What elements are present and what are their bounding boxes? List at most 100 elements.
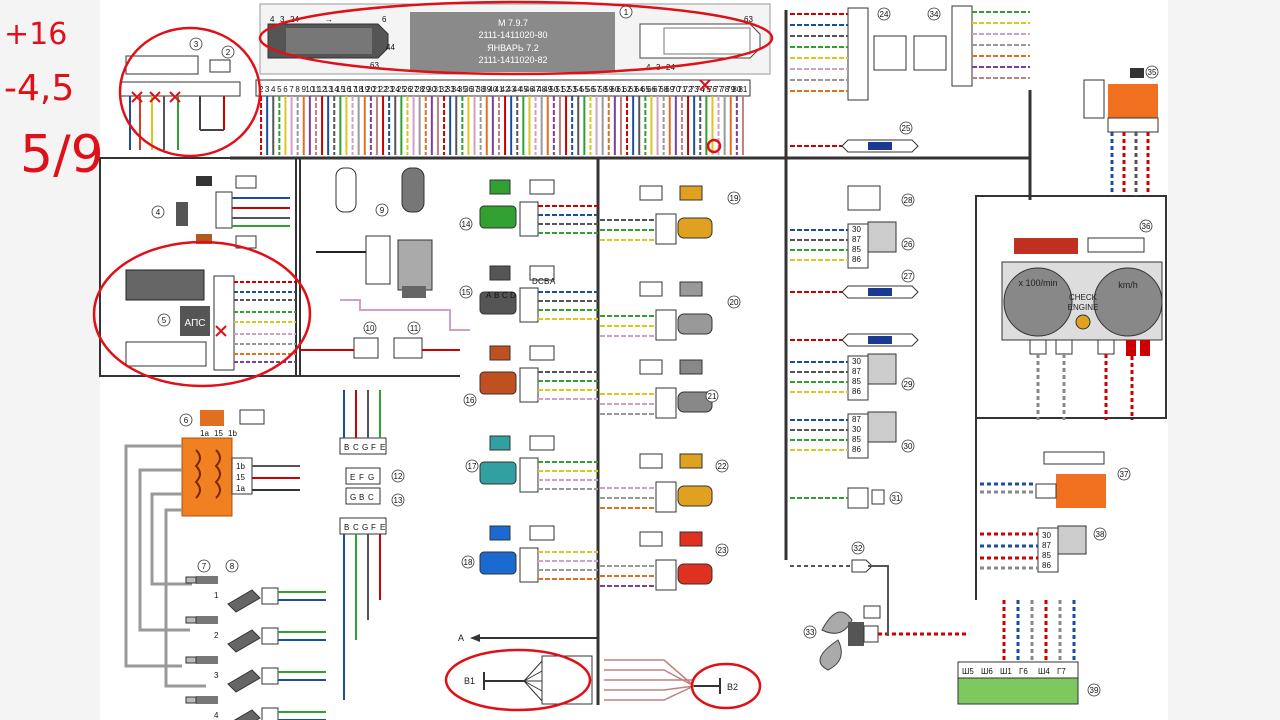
component-number: 32 [854,544,863,553]
component-number: 30 [904,442,913,451]
ecu-pin-number: 27 [409,85,418,94]
component-33-fan [790,565,968,671]
component-number: 27 [904,272,913,281]
ecu-pin-number: 53 [568,85,577,94]
coil-pin-label: 1b [236,462,245,471]
ecu-pin-number: 66 [647,85,656,94]
connector-letter: E [380,523,385,532]
ecu-pin-label: 63 [370,61,379,70]
component-number: 14 [462,220,471,229]
ecu-pin-number: 2 [259,85,264,94]
component-number: 8 [230,562,235,571]
grounds: A B1 B2 [458,633,738,705]
ecu-pin-number: 41 [494,85,503,94]
ecu-pin-number: 18 [354,85,363,94]
ecu-pin-number: 57 [592,85,601,94]
relay-pin: 30 [1042,531,1051,540]
ecu-pin-number: 59 [604,85,613,94]
ecu-pin-label: 3 [280,15,285,24]
diag-pin: Г6 [1019,667,1028,676]
highlight-circle-immobilizer [92,240,312,388]
component-number: 19 [730,194,739,203]
check-engine-line1: CHECK [1069,293,1098,302]
connector-letter: F [371,523,376,532]
relay-pin: 87 [852,367,861,376]
ecu-pin-number: 31 [433,85,442,94]
ecu-pin-number: 77 [714,85,723,94]
connector-letter: A [486,291,492,300]
tach-label: x 100/min [1018,278,1057,288]
relay-pin: 30 [852,357,861,366]
ecu-part-2: 2111-1411020-82 [478,55,547,65]
ecu-pin-number: 13 [324,85,333,94]
connector-letter: F [371,443,376,452]
ecu-pin-label: 4 [270,15,275,24]
annotation-plus16: +16 [4,17,67,52]
ecu-pin-number: 3 [265,85,270,94]
diag-pin: Ш4 [1038,667,1050,676]
ecu-pin-label: 4 [646,63,651,72]
ecu-pin-number: 6 [283,85,288,94]
component-number: 13 [394,496,403,505]
coil-pin-label: 1a [200,429,209,438]
speed-label: km/h [1118,280,1138,290]
component-37 [980,451,1106,508]
connector-letter: B [344,443,349,452]
annotation-5-9: 5/9 [20,125,104,185]
connector-letter: D [532,277,538,286]
connector-letter: D [510,291,516,300]
right-sensors-group [600,185,713,591]
coil-pin-label: 1b [228,429,237,438]
arrow-glyph: → [325,15,333,24]
component-number: 24 [880,10,889,19]
component-number: 29 [904,380,913,389]
ecu-pin-number: 30 [427,85,436,94]
ecu-pin-number: 61 [616,85,625,94]
ecu-pin-number: 80 [732,85,741,94]
connector-letter: C [502,291,508,300]
ecu-pin-number: 70 [671,85,680,94]
ecu-pin-number: 16 [342,85,351,94]
ecu-pin-number: 14 [330,85,339,94]
ecu-pin-number: 9 [302,85,307,94]
connector-letter: C [353,523,359,532]
component-number: 17 [468,462,477,471]
connector-letter: C [538,277,544,286]
immo-label: АПС [185,318,206,329]
component-number: 20 [730,298,739,307]
ecu-pin-number: 75 [702,85,711,94]
component-6-ignition-coil: 1a 15 1b 1b 15 1a [124,409,300,688]
connector-letter: A [550,277,556,286]
check-engine-line2: ENGINE [1068,303,1099,312]
ecu-pin-number: 40 [488,85,497,94]
ecu-pin-number: 29 [421,85,430,94]
component-number: 23 [718,546,727,555]
ecu-pin-number: 37 [470,85,479,94]
diag-pin: Г7 [1057,667,1066,676]
ecu-pin-number: 23 [385,85,394,94]
component-number: 6 [184,416,189,425]
ecu-pin-number: 64 [635,85,644,94]
connector-letter: C [368,493,374,502]
component-number: 39 [1090,686,1099,695]
ecu-pin-number: 39 [482,85,491,94]
component-number: 33 [806,628,815,637]
component-number: 26 [904,240,913,249]
component-number: 2 [226,48,231,57]
ecu-pin-number: 12 [318,85,327,94]
component-number: 28 [904,196,913,205]
ecu-pin-number: 58 [598,85,607,94]
ecu-pin-number: 43 [507,85,516,94]
component-number: 4 [156,208,161,217]
ecu-pin-number: 7 [289,85,294,94]
component-number: 36 [1142,222,1151,231]
connector-letter: G [362,443,368,452]
component-number: 15 [462,288,471,297]
